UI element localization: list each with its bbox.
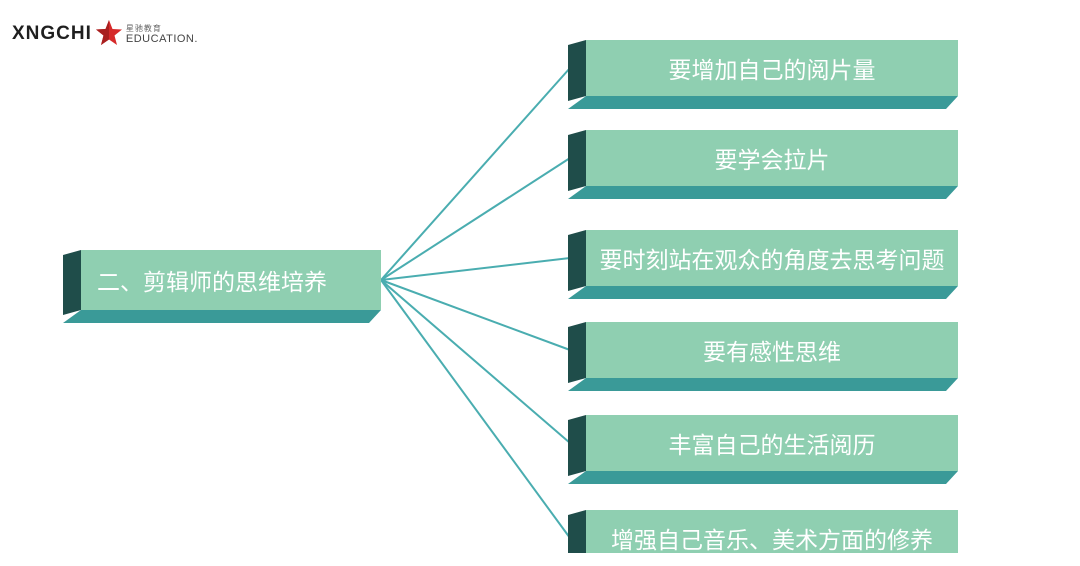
branch-box-4-front-face [586, 322, 958, 378]
logo-education-text: EDUCATION. [125, 32, 198, 45]
root-box-bottom-face [63, 310, 381, 323]
branch-box-3-bottom-face [568, 286, 958, 299]
branch-box-label-6: 增强自己音乐、美术方面的修养 [611, 528, 933, 554]
root-box-front-face [81, 250, 381, 310]
branch-box-3-side-face [568, 230, 586, 291]
root-box [63, 250, 381, 323]
branch-box-1 [568, 40, 958, 109]
branch-box-1-front-face [586, 40, 958, 96]
branch-box-2 [568, 130, 958, 199]
connector-line-1 [380, 67, 571, 281]
branch-box-6-side-face [568, 510, 586, 553]
branch-box-3 [568, 230, 958, 299]
branch-box-6-front-face [586, 510, 958, 553]
branch-box-5-bottom-face [568, 471, 958, 484]
branch-box-4-side-face [568, 322, 586, 383]
branch-box-label-5: 丰富自己的生活阅历 [668, 433, 876, 459]
connector-line-5 [380, 279, 571, 444]
logo-subtext: 星驰教育 EDUCATION. [126, 24, 198, 45]
branch-box-6 [568, 510, 958, 553]
logo-chinese-text: 星驰教育 [125, 23, 162, 33]
branch-box-1-side-face [568, 40, 586, 101]
branch-box-4 [568, 322, 958, 391]
connector-lines [380, 67, 571, 539]
diagram-boxes [63, 40, 958, 553]
branch-box-3-front-face [586, 230, 958, 286]
branch-box-2-bottom-face [568, 186, 958, 199]
branch-box-2-side-face [568, 130, 586, 191]
branch-box-label-3: 要时刻站在观众的角度去思考问题 [599, 248, 945, 274]
root-box-side-face [63, 250, 81, 315]
connector-line-6 [380, 279, 571, 539]
branch-box-5 [568, 415, 958, 484]
branch-box-label-2: 要学会拉片 [714, 148, 830, 174]
branch-box-label-1: 要增加自己的阅片量 [668, 58, 876, 84]
brand-logo: XNGCHI 星驰教育 EDUCATION. [12, 14, 198, 54]
star-icon [95, 20, 122, 45]
branch-box-5-front-face [586, 415, 958, 471]
logo-wordmark: XNGCHI [12, 23, 92, 44]
connector-line-3 [380, 257, 571, 281]
branch-box-5-side-face [568, 415, 586, 476]
branch-box-label-4: 要有感性思维 [703, 340, 841, 366]
branch-box-2-front-face [586, 130, 958, 186]
root-box-label: 二、剪辑师的思维培养 [97, 270, 327, 296]
connector-line-2 [380, 157, 571, 281]
connector-line-4 [380, 279, 571, 351]
branch-box-4-bottom-face [568, 378, 958, 391]
mind-map-diagram [63, 40, 958, 553]
branch-box-1-bottom-face [568, 96, 958, 109]
